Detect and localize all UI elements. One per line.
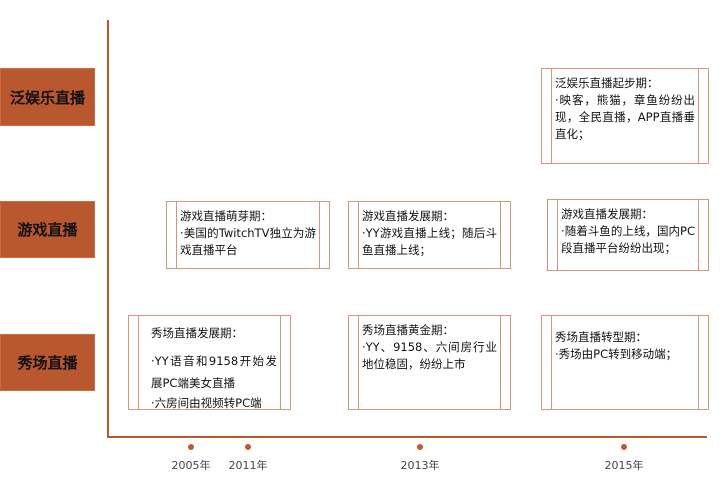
box-text: ·映客，熊猫，章鱼纷纷出现，全民直播，APP直播垂直化；: [555, 93, 695, 141]
show-2005-box: 秀场直播发展期： ·YY语音和9158开始发展PC端美女直播 ·六房间由视频转PC端: [128, 315, 291, 410]
box-text: ·随着斗鱼的上线，国内PC段直播平台纷纷出现；: [561, 224, 695, 255]
box-title: 秀场直播发展期：: [151, 326, 243, 340]
pan-entertainment-2015-box: 泛娱乐直播起步期： ·映客，熊猫，章鱼纷纷出现，全民直播，APP直播垂直化；: [541, 68, 709, 164]
game-2015-box: 游戏直播发展期： ·随着斗鱼的上线，国内PC段直播平台纷纷出现；: [547, 199, 709, 271]
vertical-axis: [107, 20, 109, 438]
category-show: 秀场直播: [0, 334, 95, 391]
year-label: 2005年: [171, 459, 211, 472]
box-text: ·秀场由PC转到移动端；: [555, 347, 678, 361]
box-title: 秀场直播转型期：: [555, 330, 647, 344]
year-marker: [417, 444, 423, 450]
show-2013-box: 秀场直播黄金期： ·YY、9158、六间房行业地位稳固，纷纷上市: [348, 315, 511, 410]
year-label: 2013年: [400, 459, 440, 472]
box-title: 秀场直播黄金期：: [362, 323, 454, 337]
show-2015-box: 秀场直播转型期： ·秀场由PC转到移动端；: [541, 315, 709, 410]
box-text: ·YY、9158、六间房行业地位稳固，纷纷上市: [362, 340, 497, 371]
box-text: ·六房间由视频转PC端: [151, 396, 262, 410]
timeline-axis: [107, 436, 707, 438]
box-title: 游戏直播萌芽期：: [180, 209, 272, 223]
box-text: ·YY游戏直播上线；随后斗鱼直播上线；: [362, 226, 497, 257]
year-label: 2011年: [228, 459, 268, 472]
year-marker: [188, 444, 194, 450]
box-title: 游戏直播发展期：: [362, 209, 454, 223]
box-title: 游戏直播发展期：: [561, 207, 653, 221]
box-text: ·YY语音和9158开始发展PC端美女直播: [151, 354, 277, 390]
game-2011-box: 游戏直播萌芽期： ·美国的TwitchTV独立为游戏直播平台: [166, 201, 330, 269]
year-marker: [621, 444, 627, 450]
year-marker: [245, 444, 251, 450]
box-text: ·美国的TwitchTV独立为游戏直播平台: [180, 226, 316, 257]
category-game: 游戏直播: [0, 201, 95, 258]
category-pan-entertainment: 泛娱乐直播: [0, 68, 95, 126]
year-label: 2015年: [604, 459, 644, 472]
game-2013-box: 游戏直播发展期： ·YY游戏直播上线；随后斗鱼直播上线；: [348, 201, 511, 269]
box-title: 泛娱乐直播起步期：: [555, 76, 659, 90]
